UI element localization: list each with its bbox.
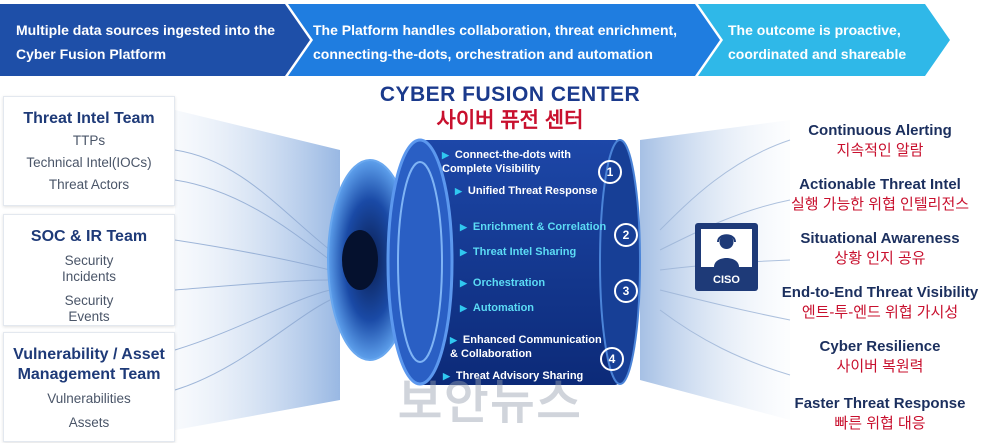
triangle-icon: ▶: [460, 303, 467, 313]
ciso-badge: CISO: [695, 223, 758, 291]
banner-chevrons: [0, 4, 950, 76]
triangle-icon: ▶: [443, 371, 450, 381]
banner-step-1: Multiple data sources ingested into the …: [16, 22, 276, 62]
step-orchestration: ▶Orchestration: [460, 277, 546, 289]
step-number-1: 1: [598, 160, 622, 184]
source-item: Technical Intel(IOCs): [26, 155, 152, 170]
banner-chevron-1: [0, 4, 310, 76]
banner-chevron-3: [698, 4, 950, 76]
source-item: Assets: [68, 415, 110, 430]
source-threat-intel-team: Threat Intel Team TTPs Technical Intel(I…: [3, 96, 175, 206]
inlet-core: [342, 230, 378, 290]
banner-step-2: The Platform handles collaboration, thre…: [313, 22, 678, 62]
center-title-ko: 사이버 퓨전 센터: [436, 109, 584, 132]
source-item: TTPs: [72, 133, 106, 148]
step-connect-the-dots: ▶Connect-the-dots with Complete Visibili…: [442, 149, 572, 175]
source-soc-ir-team: SOC & IR Team Security Incidents Securit…: [3, 214, 175, 326]
step-threat-advisory-sharing: ▶Threat Advisory Sharing: [443, 370, 584, 382]
top-banner: Multiple data sources ingested into the …: [0, 4, 1000, 76]
source-item: Vulnerabilities: [47, 391, 131, 406]
triangle-icon: ▶: [460, 278, 467, 288]
source-item: Incidents: [61, 269, 117, 284]
left-beam: [175, 110, 340, 430]
step-number-4: 4: [600, 347, 624, 371]
banner-chevron-2: [288, 4, 720, 76]
cylinder-back-face: [599, 139, 641, 385]
watermark: 보안뉴스: [398, 376, 583, 429]
cylinder-body: [401, 140, 634, 385]
triangle-icon: ▶: [455, 186, 462, 196]
outcome-continuous-alerting: Continuous Alerting 지속적인 알람: [808, 122, 952, 159]
step-unified-threat-response: ▶Unified Threat Response: [455, 185, 598, 197]
step-enhanced-communication: ▶Enhanced Communication & Collaboration: [450, 334, 602, 360]
outcome-cyber-resilience: Cyber Resilience 사이버 복원력: [819, 338, 941, 375]
outcome-faster-threat-response: Faster Threat Response 빠른 위협 대응: [794, 395, 966, 432]
outcome-end-to-end-visibility: End-to-End Threat Visibility 엔트-투-엔드 위협 …: [781, 284, 979, 321]
source-title: SOC & IR Team: [30, 228, 148, 245]
step-automation: ▶Automation: [460, 302, 535, 314]
source-lines: [174, 149, 331, 391]
cylinder-front-face: [386, 138, 454, 386]
source-item: Events: [68, 309, 110, 324]
triangle-icon: ▶: [442, 150, 449, 160]
ciso-label: CISO: [713, 274, 740, 286]
source-vuln-asset-team: Vulnerability / Asset Management Team Vu…: [3, 332, 175, 442]
person-icon: [701, 229, 752, 267]
triangle-icon: ▶: [460, 247, 467, 257]
center-title-en: CYBER FUSION CENTER: [379, 83, 641, 106]
triangle-icon: ▶: [460, 222, 467, 232]
source-title: Vulnerability / Asset Management Team: [13, 346, 165, 383]
source-title: Threat Intel Team: [23, 110, 155, 127]
outcome-situational-awareness: Situational Awareness 상황 인지 공유: [800, 230, 960, 267]
step-number-3: 3: [614, 279, 638, 303]
source-item: Security: [64, 293, 114, 308]
triangle-icon: ▶: [450, 335, 457, 345]
step-number-2: 2: [614, 223, 638, 247]
source-item: Threat Actors: [48, 177, 130, 192]
banner-step-3: The outcome is proactive, coordinated an…: [728, 22, 907, 62]
source-item: Security: [64, 253, 114, 268]
outcome-actionable-threat-intel: Actionable Threat Intel 실행 가능한 위협 인텔리전스: [790, 176, 970, 213]
center-title: CYBER FUSION CENTER 사이버 퓨전 센터: [350, 82, 670, 134]
step-enrichment-correlation: ▶Enrichment & Correlation: [460, 221, 607, 233]
step-threat-intel-sharing: ▶Threat Intel Sharing: [460, 246, 577, 258]
